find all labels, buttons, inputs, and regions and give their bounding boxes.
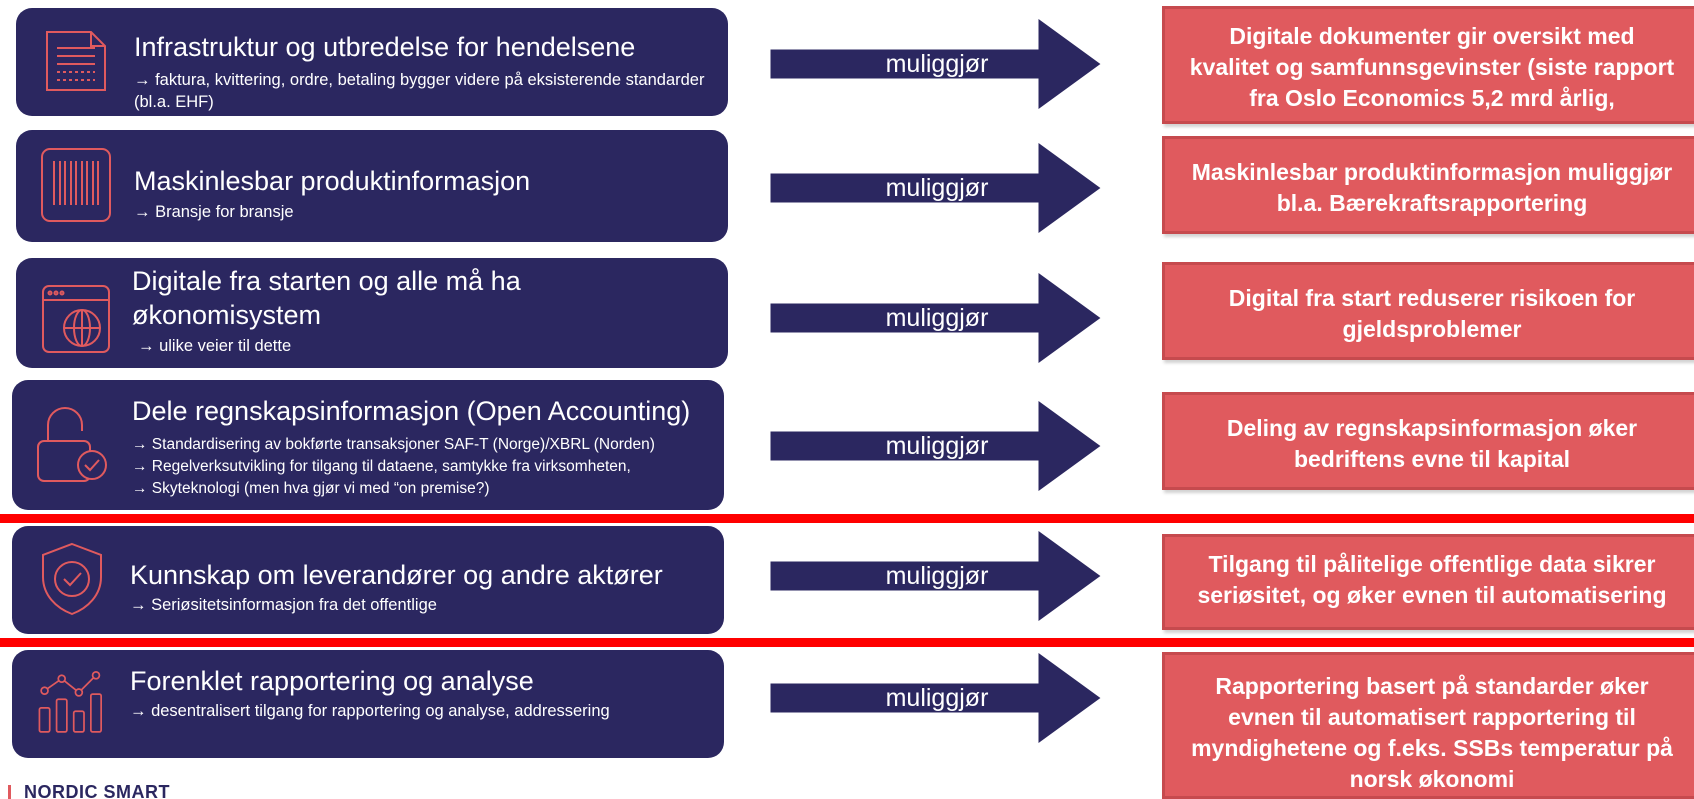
outcome-card: Maskinlesbar produktinformasjon muliggjø…	[1162, 136, 1694, 234]
arrow-label: muliggjør	[885, 432, 989, 460]
card-title: Maskinlesbar produktinformasjon	[134, 166, 531, 196]
card-sub: → faktura, kvittering, ordre, betaling b…	[134, 71, 705, 111]
arrow-label: muliggjør	[885, 684, 989, 712]
card-sub: → Standardisering av bokførte transaksjo…	[132, 436, 655, 453]
document-icon	[40, 18, 112, 104]
outcome-text: Deling av regnskapsinformasjon øker bedr…	[1226, 415, 1638, 472]
enables-arrow: muliggjør	[767, 648, 1107, 748]
outcome-text: Tilgang til pålitelige offentlige data s…	[1197, 551, 1667, 608]
card-sub: → Seriøsitetsinformasjon fra det offentl…	[130, 596, 437, 614]
enabler-card-reporting: Forenklet rapportering og analyse → dese…	[12, 650, 724, 758]
outcome-card: Deling av regnskapsinformasjon øker bedr…	[1162, 392, 1694, 490]
card-sub: → ulike veier til dette	[138, 337, 292, 355]
enables-arrow: muliggjør	[767, 396, 1107, 496]
divider-line-bottom	[0, 638, 1694, 647]
outcome-text: Rapportering basert på standarder øker e…	[1191, 673, 1673, 792]
arrow-label: muliggjør	[885, 562, 989, 590]
arrow-label: muliggjør	[885, 174, 989, 202]
outcome-card: Digitale dokumenter gir oversikt med kva…	[1162, 6, 1694, 124]
card-sub: → desentralisert tilgang for rapporterin…	[130, 702, 610, 720]
unlock-check-icon	[36, 402, 108, 488]
outcome-card: Rapportering basert på standarder øker e…	[1162, 652, 1694, 799]
enables-arrow: muliggjør	[767, 138, 1107, 238]
enabler-card-product-info: Maskinlesbar produktinformasjon → Bransj…	[16, 130, 728, 242]
card-title: Infrastruktur og utbredelse for hendelse…	[134, 32, 636, 62]
barcode-icon	[40, 142, 112, 228]
outcome-card: Tilgang til pålitelige offentlige data s…	[1162, 534, 1694, 630]
divider-line-top	[0, 514, 1694, 523]
brand-logo-text: NORDIC SMART	[24, 783, 170, 799]
outcome-text: Maskinlesbar produktinformasjon muliggjø…	[1191, 159, 1673, 216]
web-globe-icon	[40, 276, 112, 362]
card-sub: → Bransje for bransje	[134, 203, 294, 221]
card-title: Forenklet rapportering og analyse	[130, 666, 534, 696]
enables-arrow: muliggjør	[767, 268, 1107, 368]
shield-check-icon	[36, 536, 108, 622]
arrow-label: muliggjør	[885, 304, 989, 332]
enabler-card-open-accounting: Dele regnskapsinformasjon (Open Accounti…	[12, 380, 724, 510]
card-sub: → Skyteknologi (men hva gjør vi med “on …	[132, 480, 490, 497]
enabler-card-supplier-knowledge: Kunnskap om leverandører og andre aktøre…	[12, 526, 724, 634]
enables-arrow: muliggjør	[767, 526, 1107, 626]
enables-arrow: muliggjør	[767, 14, 1107, 114]
enabler-card-digital-start: Digitale fra starten og alle må ha økono…	[16, 258, 728, 368]
enabler-card-infrastructure: Infrastruktur og utbredelse for hendelse…	[16, 8, 728, 116]
card-sub: → Regelverksutvikling for tilgang til da…	[132, 458, 631, 475]
card-title: Kunnskap om leverandører og andre aktøre…	[130, 560, 663, 590]
arrow-label: muliggjør	[885, 50, 989, 78]
outcome-card: Digital fra start reduserer risikoen for…	[1162, 262, 1694, 360]
card-title: Dele regnskapsinformasjon (Open Accounti…	[132, 396, 691, 426]
analytics-chart-icon	[36, 658, 108, 744]
card-title: Digitale fra starten og alle må ha økono…	[132, 266, 521, 330]
outcome-text: Digital fra start reduserer risikoen for…	[1228, 285, 1636, 342]
brand-accent-bar	[8, 785, 11, 799]
outcome-text: Digitale dokumenter gir oversikt med kva…	[1189, 23, 1675, 111]
